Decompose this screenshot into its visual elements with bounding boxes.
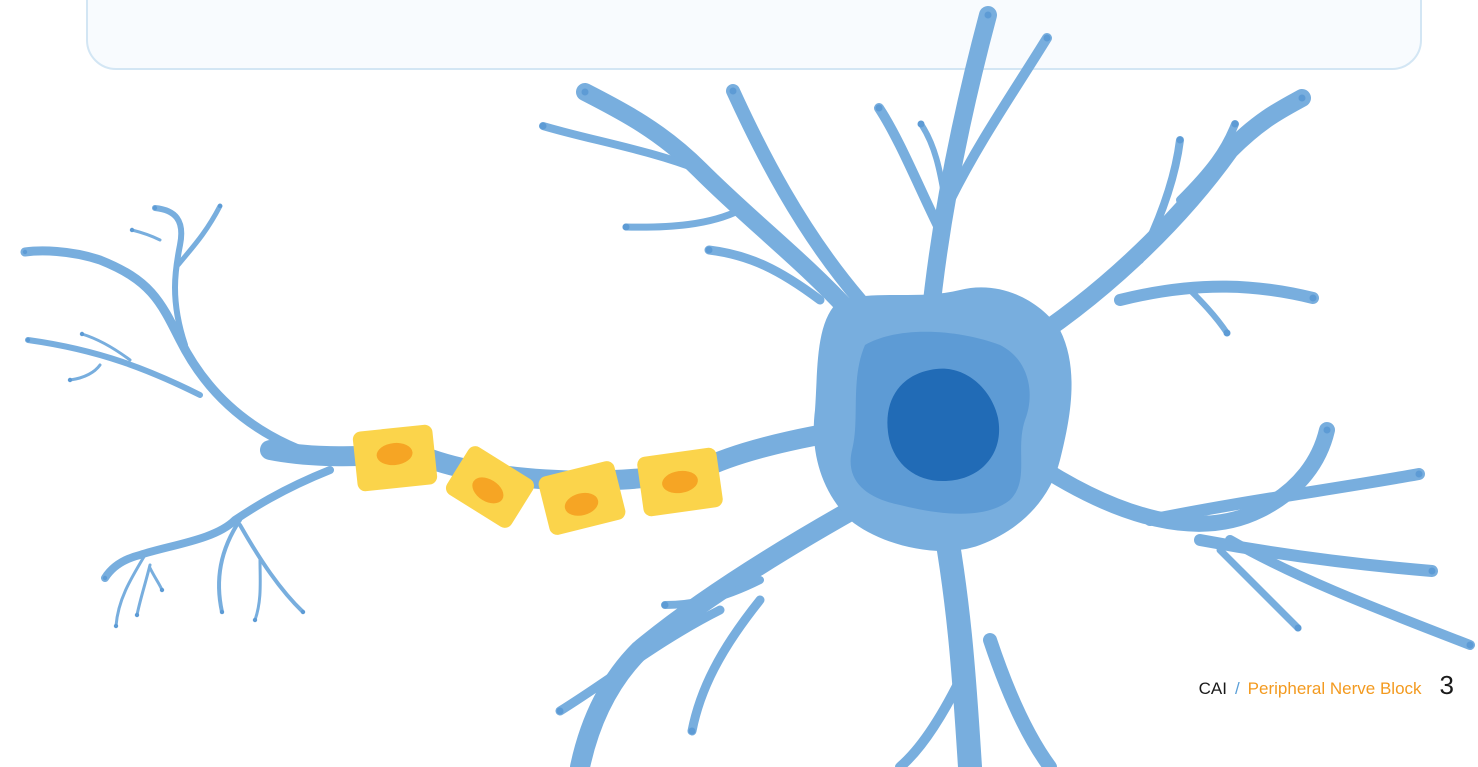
page-number: 3 — [1440, 670, 1454, 701]
footer-org: CAI — [1199, 679, 1227, 699]
footer-separator: / — [1235, 679, 1240, 699]
footer: CAI / Peripheral Nerve Block 3 — [1199, 670, 1454, 701]
footer-course-title: Peripheral Nerve Block — [1248, 679, 1422, 699]
